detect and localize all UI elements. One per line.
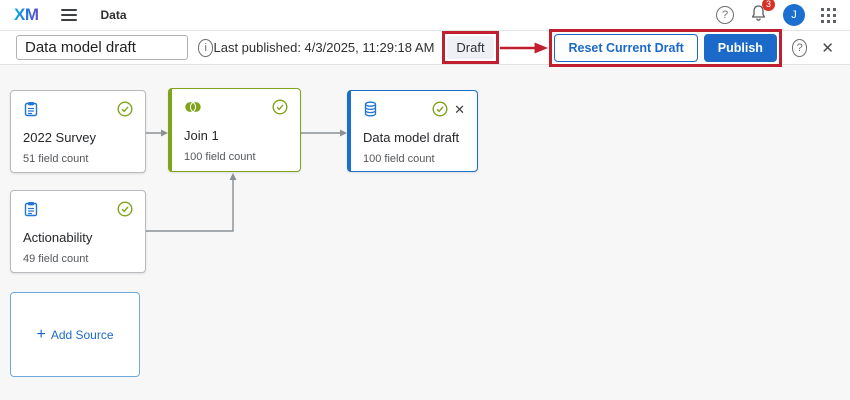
valid-check-icon: [117, 201, 133, 217]
hamburger-menu-icon[interactable]: [60, 9, 77, 21]
add-source-button[interactable]: + Add Source: [10, 292, 140, 377]
plus-icon: +: [36, 325, 46, 343]
survey-icon: [24, 102, 38, 117]
node-field-count: 100 field count: [184, 151, 256, 163]
add-source-label: Add Source: [50, 327, 114, 342]
topbar-actions: ? 3 J: [716, 0, 836, 27]
notification-count-badge: 3: [762, 0, 775, 11]
join-icon: [184, 101, 202, 113]
node-title: Join 1: [184, 128, 219, 143]
valid-check-icon: [272, 99, 288, 115]
user-avatar[interactable]: J: [783, 4, 805, 26]
reset-current-draft-button[interactable]: Reset Current Draft: [554, 33, 698, 62]
close-icon[interactable]: ✕: [821, 39, 834, 57]
valid-check-icon: [117, 101, 133, 117]
help-icon[interactable]: ?: [716, 6, 734, 24]
toolbar-help-icon[interactable]: ?: [791, 38, 808, 57]
node-data-model-draft[interactable]: ✕ Data model draft 100 field count: [347, 90, 478, 172]
publish-annotation-box: Reset Current Draft Publish: [549, 28, 782, 67]
node-field-count: 100 field count: [363, 153, 435, 165]
node-title: Actionability: [23, 230, 93, 245]
bell-icon: [751, 4, 766, 21]
node-title: Data model draft: [363, 130, 460, 145]
node-field-count: 49 field count: [23, 253, 89, 265]
data-model-canvas[interactable]: 2022 Survey 51 field count Join 1 100 fi…: [0, 65, 850, 400]
draft-annotation-box: Draft: [442, 31, 499, 64]
annotation-arrow: [499, 42, 548, 53]
node-title: 2022 Survey: [23, 130, 96, 145]
node-actionability[interactable]: Actionability 49 field count: [10, 190, 146, 273]
status-badge: Draft: [447, 36, 494, 59]
publish-button[interactable]: Publish: [703, 33, 777, 62]
valid-check-icon: [432, 101, 448, 117]
node-field-count: 51 field count: [23, 153, 89, 165]
notifications-bell-icon[interactable]: 3: [750, 0, 775, 27]
last-published-text: Last published: 4/3/2025, 11:29:18 AM: [213, 40, 435, 55]
survey-icon: [24, 202, 38, 217]
model-name-input[interactable]: [16, 35, 188, 60]
xm-logo: XM: [14, 5, 39, 24]
page-title: Data: [100, 8, 127, 22]
app-grid-icon[interactable]: [821, 7, 836, 23]
remove-node-icon[interactable]: ✕: [454, 101, 465, 117]
info-icon[interactable]: i: [198, 38, 214, 57]
database-icon: [364, 101, 377, 117]
data-model-toolbar: i Last published: 4/3/2025, 11:29:18 AM …: [0, 28, 850, 67]
top-navigation-bar: XM Data ? 3 J: [0, 0, 850, 31]
node-2022-survey[interactable]: 2022 Survey 51 field count: [10, 90, 146, 173]
node-join-1[interactable]: Join 1 100 field count: [168, 88, 301, 172]
